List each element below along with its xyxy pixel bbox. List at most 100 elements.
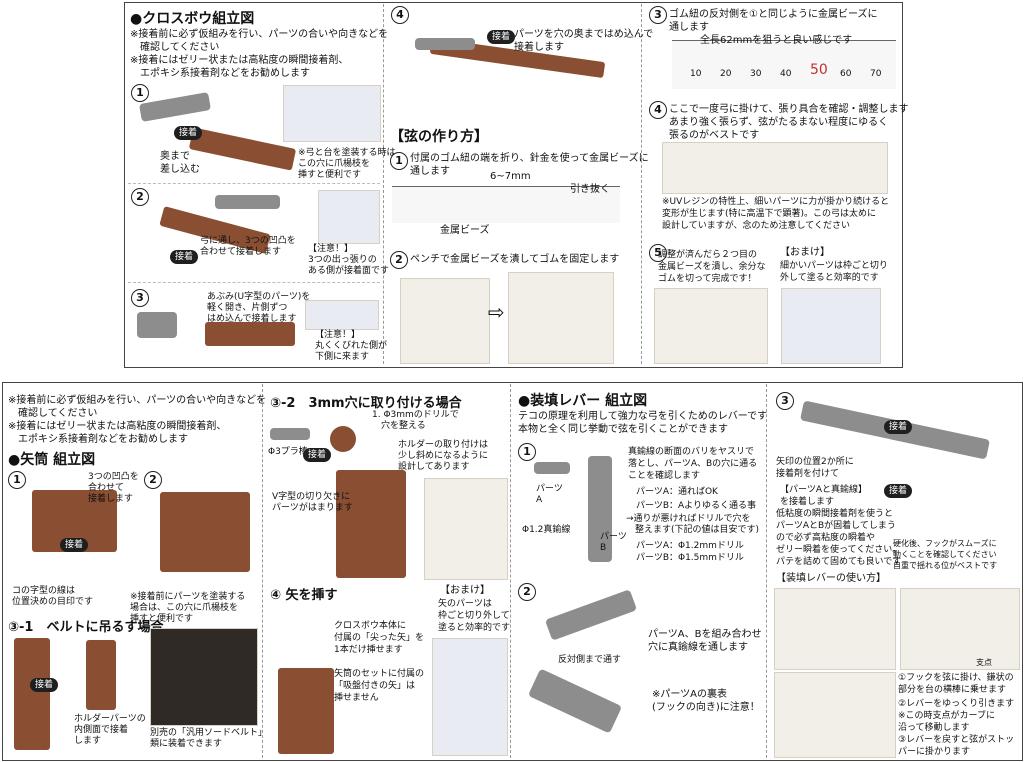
belt-glue-note: ホルダーパーツの 内側面で接着 します xyxy=(74,714,146,746)
top-note-3: ※接着にはゼリー状または高粘度の瞬間接着剤、 xyxy=(130,55,349,66)
top-divider-2 xyxy=(641,4,642,364)
bottom-note-2: 確認してください xyxy=(8,408,98,419)
glue-badge: 接着 xyxy=(303,448,332,462)
lever-part-b-label: パーツ B xyxy=(600,532,627,553)
top-note-2: 確認してください xyxy=(130,42,220,53)
string-step-4-number: 4 xyxy=(649,101,667,119)
belt-section-title: ③-1 ベルトに吊るす場合 xyxy=(8,620,164,635)
top-divider-1 xyxy=(383,4,384,364)
step4-label: パーツを穴の奥まではめ込んで 接着します xyxy=(514,29,654,53)
lever-wire-label: Φ1.2真鍮線 xyxy=(522,525,571,535)
usage-photo-3 xyxy=(774,672,896,758)
bottom-bonus-text: 矢のパーツは 枠ごと切り外して 塗ると効率的です xyxy=(438,599,511,633)
ruler-tick-2: 20 xyxy=(720,69,732,79)
quiver-step-1-text: 3つの凹凸を 合わせて 接着します xyxy=(88,472,139,504)
ruler-tick-5: 50 xyxy=(810,62,828,78)
string-step-5: 調整が済んだら２つ目の 金属ビーズを潰し、余分な ゴムを切って完成です！ xyxy=(658,250,766,284)
top-bonus-text: 細かいパーツは枠ごと切り 外して塗ると効率的です xyxy=(780,261,888,283)
h3mm-holder-photo xyxy=(424,478,508,580)
top-note-4: エポキシ系接着剤などをお勧めします xyxy=(130,68,310,79)
bottom-bonus-title: 【おまけ】 xyxy=(440,585,490,596)
crossbow-assembly-title: ●クロスボウ組立図 xyxy=(130,11,255,27)
bottom-divider-3 xyxy=(766,384,767,758)
step3-label: あぶみ(U字型のパーツ)を 軽く開き、片側ずつ はめ込んで接着します xyxy=(207,292,311,324)
usage-photo-2 xyxy=(900,588,1020,670)
step1-note: ※弓と台を塗装する時は この穴に爪楊枝を 挿すと便利です xyxy=(298,148,396,180)
string-step-3-length: 全長62mmを狙うと良い感じです xyxy=(700,35,853,46)
string-step-2-photo-2 xyxy=(508,272,614,364)
belt-holder-illustration-2 xyxy=(86,640,116,710)
string-step-1-pull: 引き抜く xyxy=(570,184,610,195)
string-section-title: 【弦の作り方】 xyxy=(390,129,488,145)
quiver-note: ※接着前にパーツを塗装する 場合は、この穴に爪楊枝を 挿すと便利です xyxy=(130,592,246,624)
string-step-1-ruler xyxy=(392,186,620,223)
usage-step-1: ①フックを弦に掛け、鎌状の 部分を台の横棒に乗せます xyxy=(898,673,1014,695)
lever-step-2-rev: 反対側まで通す xyxy=(558,655,622,665)
ruler-tick-1: 10 xyxy=(690,69,702,79)
top-bonus-photo xyxy=(781,288,881,364)
step2-label: 弓に通し、3つの凹凸を 合わせて接着します xyxy=(200,236,296,257)
step3-warning: 【注意！】 丸くくびれた側が 下側に来ます xyxy=(315,330,388,362)
lever-step-3-b: 【パーツAと真鍮線】 を接着します xyxy=(780,485,867,507)
quiver-step-1-number: 1 xyxy=(8,471,26,489)
string-step-1-mm: 6~7mm xyxy=(490,171,531,182)
string-step-3-ruler xyxy=(672,40,896,89)
lever-assembly-title: ●装填レバー 組立図 xyxy=(518,393,648,409)
step3-detail-illustration xyxy=(305,300,379,330)
top-step-sep-2 xyxy=(128,282,380,283)
ruler-tick-4: 40 xyxy=(780,69,792,79)
lever-part-a-label: パーツ A xyxy=(536,484,563,505)
glue-badge: 接着 xyxy=(884,484,913,498)
string-step-3: ゴム紐の反対側を①と同じように金属ビーズに 通します xyxy=(669,9,878,33)
h3mm-rod-label: Φ3プラ棒 xyxy=(268,447,308,457)
lever-part-b-illustration xyxy=(588,456,612,562)
lever-intro: テコの原理を利用して強力な弓を引くためのレバーです 本物と全く同じ挙動で弦を引く… xyxy=(518,411,768,435)
lever-step-3-c: 低粘度の瞬間接着剤を使うと パーツAとBが固着してしまう ので必ず高粘度の瞬着や… xyxy=(776,509,902,567)
h3mm-title: ③-2 3mm穴に取り付ける場合 xyxy=(270,396,462,411)
step-3-number: 3 xyxy=(131,289,149,307)
h3mm-quiver-illustration xyxy=(336,470,406,578)
h3mm-ring-illustration xyxy=(330,426,356,452)
step1-label: 奥まで 差し込む xyxy=(160,151,200,175)
lever-part-a-illustration xyxy=(534,462,570,474)
arrow-text: クロスボウ本体に 付属の「尖った矢」を 1本だけ挿せます 矢筒のセットに付属の … xyxy=(334,621,425,703)
usage-pivot: 支点 xyxy=(976,658,992,667)
belt-sold-note: 別売の「汎用ソードベルト」 類に装着できます xyxy=(150,728,268,749)
string-step-4-photo xyxy=(662,142,888,194)
quiver-step-2-number: 2 xyxy=(144,471,162,489)
usage-title: 【装填レバーの使い方】 xyxy=(776,573,886,584)
glue-badge: 接着 xyxy=(174,126,203,140)
glue-badge: 接着 xyxy=(30,678,59,692)
lever-step-2-number: 2 xyxy=(518,583,536,601)
bottom-bonus-photo xyxy=(432,638,508,756)
bottom-note-4: エポキシ系接着剤などをお勧めします xyxy=(8,434,188,445)
belt-photo xyxy=(150,628,258,726)
step-1-number: 1 xyxy=(131,84,149,102)
lever-step-1: 真鍮線の断面のバリをヤスリで 落とし、パーツA、Bの穴に通る ことを確認します xyxy=(628,447,758,481)
step2-warning: 【注意！】 3つの出っ張りの ある側が接着面です xyxy=(308,244,390,276)
string-step-1: 付属のゴム紐の端を折り、針金を使って金属ビーズに 通します xyxy=(410,153,649,177)
string-step-5-number: 5 xyxy=(649,244,667,262)
glue-badge: 接着 xyxy=(884,420,913,434)
string-step-4: ここで一度弓に掛けて、張り具合を確認・調整します あまり強く張らず、弦がたるまな… xyxy=(669,104,909,141)
step-2-number: 2 xyxy=(131,188,149,206)
quiver-guide: コの字型の線は 位置決めの目印です xyxy=(12,586,94,607)
arrow-quiver-illustration xyxy=(278,668,334,754)
glue-badge: 接着 xyxy=(60,538,89,552)
usage-step-2: ②レバーをゆっくり引きます ※この時支点がカーブに 沿って移動します xyxy=(898,699,1015,733)
step3-stock-illustration xyxy=(205,322,295,346)
string-step-2: ペンチで金属ビーズを潰してゴムを固定します xyxy=(410,254,620,265)
step3-stirrup-illustration xyxy=(137,312,177,338)
usage-step-3: ③レバーを戻すと弦がストッ パーに掛かります xyxy=(898,735,1015,757)
h3mm-holder-note: ホルダーの取り付けは 少し斜めになるように 設計してあります xyxy=(398,440,489,472)
quiver-assembly-title: ●矢筒 組立図 xyxy=(8,452,96,468)
h3mm-rod-illustration xyxy=(270,428,310,440)
top-step-sep-1 xyxy=(128,183,380,184)
string-step-2-arrow: ⇨ xyxy=(488,300,505,324)
lever-step-1-d: パーツA：Φ1.2mmドリル パーツB：Φ1.5mmドリル xyxy=(636,541,744,563)
step1-detail-photo xyxy=(283,85,381,142)
bottom-divider-2 xyxy=(510,384,511,758)
bottom-note-3: ※接着にはゼリー状または高粘度の瞬間接着剤、 xyxy=(8,421,227,432)
arrow-section-title: ④ 矢を挿す xyxy=(270,588,338,603)
h3mm-step-1: 1. Φ3mmのドリルで 穴を整える xyxy=(372,410,459,431)
